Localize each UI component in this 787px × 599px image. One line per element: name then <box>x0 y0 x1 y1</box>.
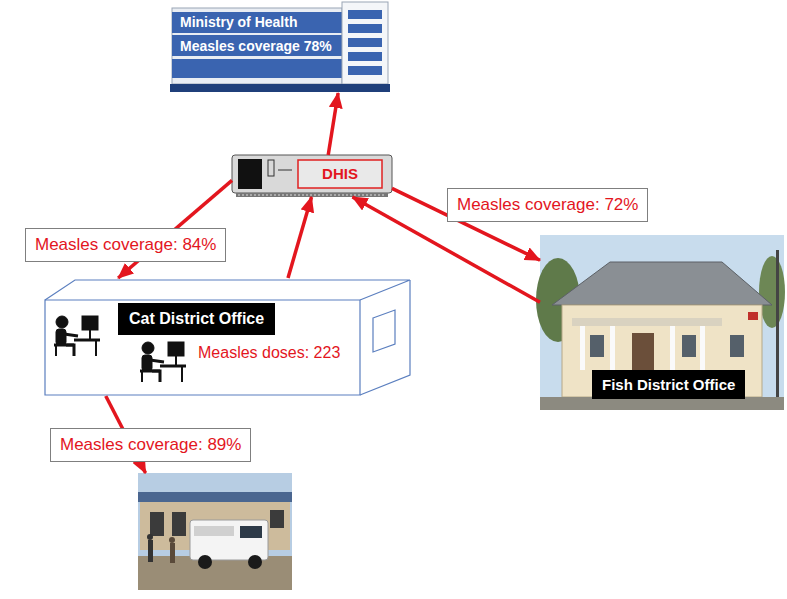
photo-porch <box>572 318 722 326</box>
person-body <box>142 355 152 371</box>
server-bay <box>238 159 262 189</box>
truck-wheel <box>248 555 262 569</box>
server-slot <box>268 160 274 176</box>
photo-truck <box>190 520 268 560</box>
photo-flag <box>748 312 758 320</box>
outline-edge <box>373 310 395 352</box>
photo-pole <box>776 250 779 397</box>
person-leg <box>66 345 74 356</box>
server-grille <box>236 193 388 197</box>
desk-leg <box>181 366 183 382</box>
photo-tree <box>759 256 785 328</box>
photo-column <box>610 326 615 370</box>
server-node: DHIS <box>232 155 392 197</box>
person-at-computer <box>54 316 100 356</box>
data-flow-arrow <box>288 197 312 278</box>
photo-window <box>270 510 284 528</box>
outline-edge <box>45 280 410 300</box>
photo-door <box>172 512 186 536</box>
window-band <box>172 35 342 56</box>
office-photo: Fish District Office <box>540 235 784 410</box>
office-outline <box>45 278 411 396</box>
person-arm <box>64 334 78 336</box>
ministry-building <box>170 2 390 92</box>
person-head <box>142 342 154 354</box>
node-label: Measles coverage 78% <box>176 37 336 56</box>
data-flow-arrow <box>328 93 338 155</box>
photo-roof <box>138 492 292 502</box>
photo-person <box>170 543 175 563</box>
tower-window <box>348 10 382 19</box>
photo-column <box>700 326 705 370</box>
server-panel <box>298 160 382 188</box>
photo-sky <box>540 235 784 410</box>
tower-window <box>348 66 382 75</box>
photo-person <box>147 534 153 540</box>
monitor-stand <box>175 356 177 366</box>
person-head <box>56 316 68 328</box>
chair-leg <box>55 345 57 356</box>
photo-window <box>590 335 604 357</box>
server-case <box>232 155 392 193</box>
monitor <box>82 316 98 330</box>
fish-office-photo <box>536 235 785 410</box>
person-body <box>56 329 66 345</box>
photo-person <box>169 537 175 543</box>
ministry-building: Ministry of HealthMeasles coverage 78% <box>170 5 390 93</box>
facility-photo <box>138 473 292 590</box>
photo-ground <box>138 556 292 590</box>
edge-label: Measles doses: 223 <box>196 343 342 363</box>
photo-sky <box>138 473 292 590</box>
tower-window <box>348 38 382 47</box>
photo-window <box>682 335 696 357</box>
server-grille <box>238 195 386 196</box>
photo-column <box>580 326 585 370</box>
monitor-stand <box>89 330 91 340</box>
edge-label: Measles coverage: 72% <box>447 188 648 222</box>
photo-door <box>150 512 164 536</box>
server-slot <box>278 170 292 171</box>
chair-leg <box>141 371 143 382</box>
truck-wheel <box>198 555 212 569</box>
monitor <box>168 342 184 356</box>
edge-label: Measles coverage: 84% <box>25 228 226 262</box>
tower-window <box>348 52 382 61</box>
person-leg <box>152 371 160 382</box>
outline-edge <box>360 280 410 395</box>
truck-window <box>194 526 234 536</box>
health-facility-photo <box>138 473 292 590</box>
building-wing <box>172 8 342 84</box>
desk-leg <box>95 340 97 356</box>
truck-window <box>240 526 262 538</box>
window-band <box>172 12 342 33</box>
tower-window <box>348 24 382 33</box>
outline-edge <box>45 300 360 395</box>
office-box: Cat District Office <box>45 278 411 396</box>
person-at-computer <box>140 342 186 382</box>
edge-label: Measles coverage: 89% <box>50 428 251 462</box>
photo-door <box>632 333 654 370</box>
connector-group <box>106 93 540 473</box>
photo-column <box>670 326 675 370</box>
node-label: DHIS <box>299 161 381 187</box>
photo-window <box>730 335 744 357</box>
node-label: Ministry of Health <box>176 13 301 32</box>
server-icon <box>232 155 392 197</box>
person-arm <box>150 360 164 362</box>
node-label: Fish District Office <box>592 370 745 399</box>
window-band <box>172 59 342 78</box>
node-label: Cat District Office <box>118 303 275 335</box>
building-tower <box>342 2 388 84</box>
building-base <box>170 84 390 92</box>
photo-roof <box>552 262 772 305</box>
photo-person <box>148 540 153 562</box>
